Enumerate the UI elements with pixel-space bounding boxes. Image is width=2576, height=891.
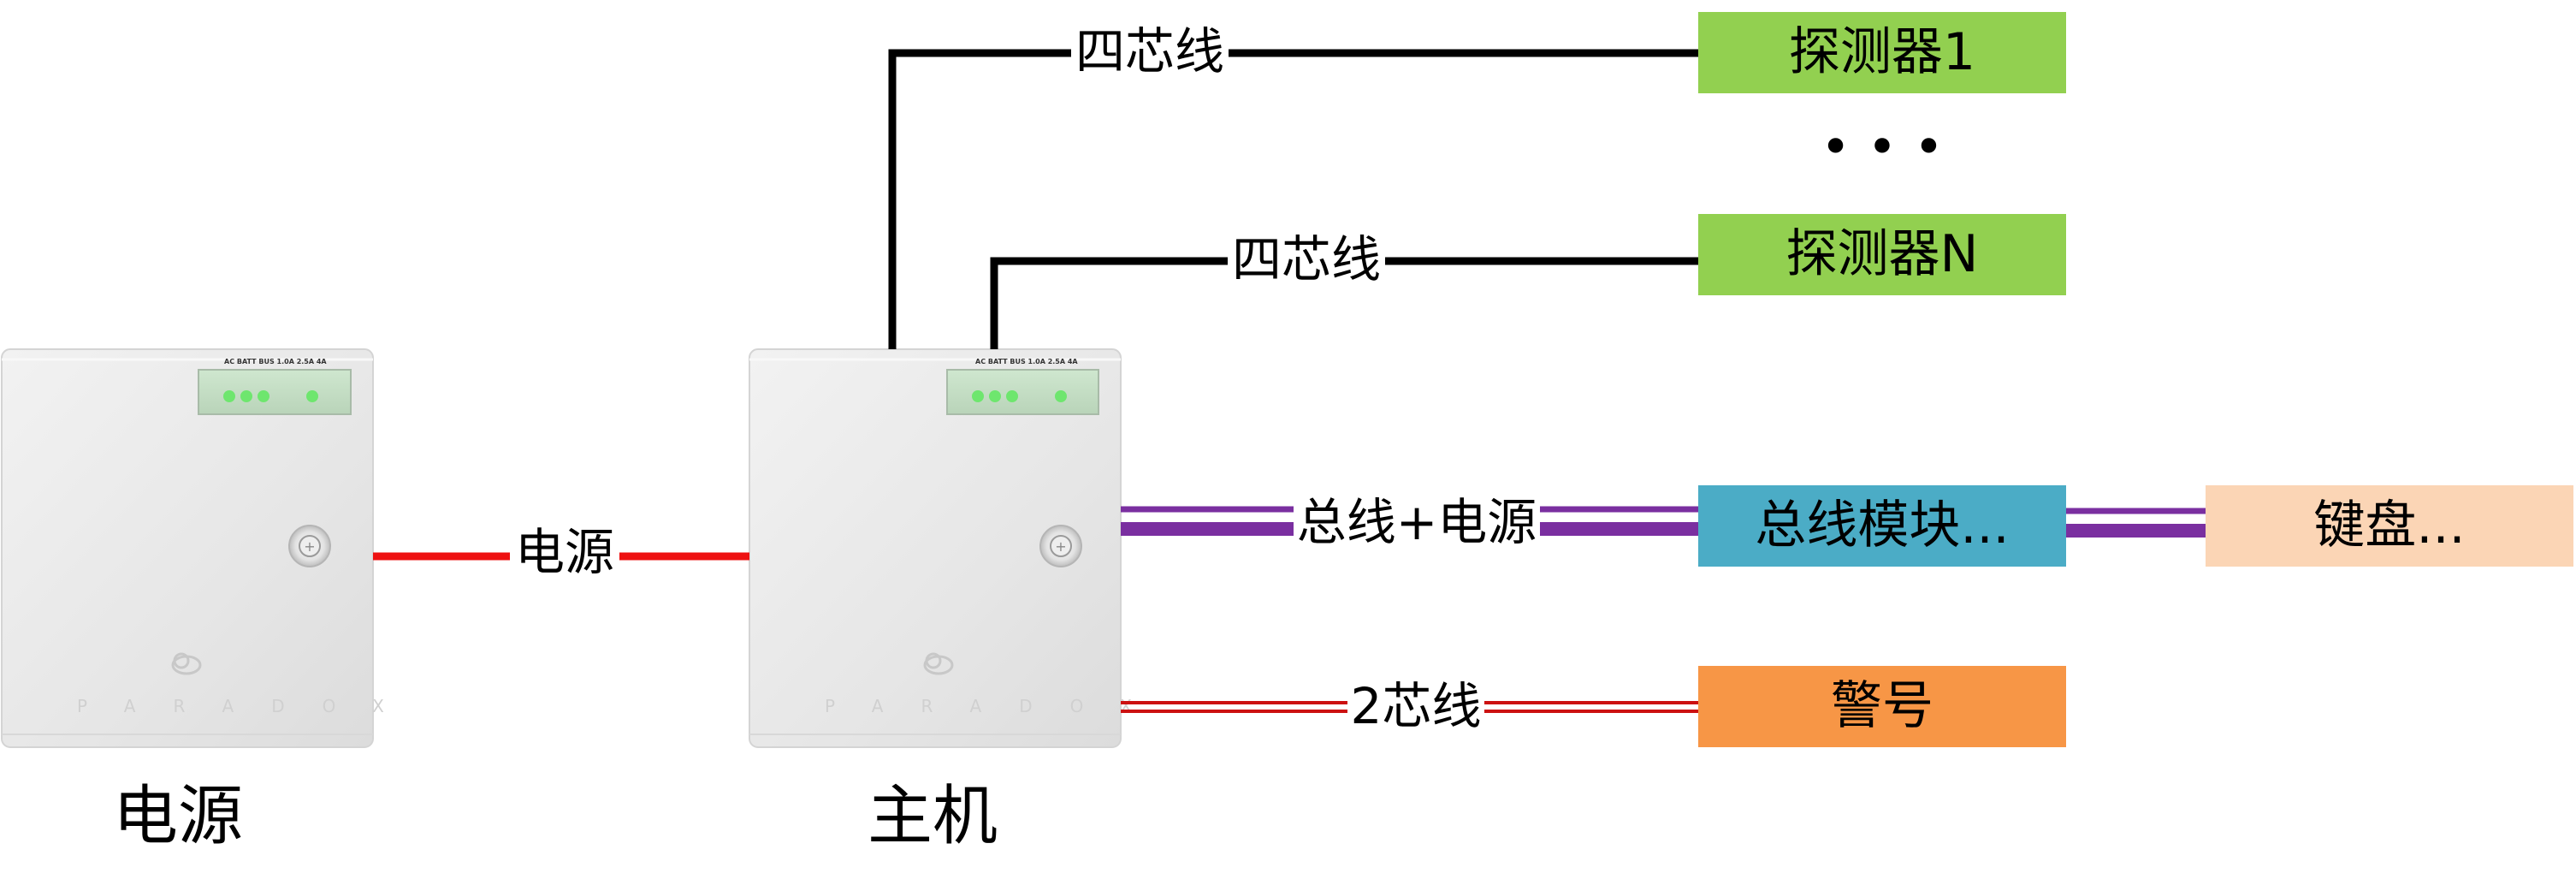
led-ac bbox=[972, 390, 984, 402]
power-supply-led-labels: AC BATT BUS 1.0A 2.5A 4A bbox=[224, 358, 327, 365]
detector-n-wire bbox=[990, 257, 1698, 349]
bus-wire-label: 总线+电源 bbox=[1297, 493, 1537, 551]
detector-1-label: 探测器1 bbox=[1789, 22, 1975, 82]
detector-1-wire bbox=[888, 49, 1698, 349]
keypad-label: 键盘... bbox=[2313, 496, 2465, 555]
bus-module-box: 总线模块... bbox=[1698, 485, 2066, 567]
siren-label: 警号 bbox=[1831, 676, 1933, 736]
svg-text:+: + bbox=[304, 538, 315, 555]
ellipsis-dots: • • • bbox=[1821, 117, 1944, 177]
main-panel-device: AC BATT BUS 1.0A 2.5A 4A + PARADOX bbox=[749, 348, 1170, 748]
detector-n-box: 探测器N bbox=[1698, 214, 2066, 295]
main-panel-tamper-knob: + bbox=[1039, 525, 1082, 567]
keypad-box: 键盘... bbox=[2206, 485, 2573, 567]
main-panel-brand: PARADOX bbox=[825, 696, 1170, 716]
power-supply-tamper-knob: + bbox=[288, 525, 331, 567]
power-supply-caption: 电源 bbox=[113, 778, 243, 854]
detector-1-box: 探测器1 bbox=[1698, 12, 2066, 93]
power-supply-brand: PARADOX bbox=[77, 696, 422, 716]
power-wire-label: 电源 bbox=[515, 523, 614, 581]
led-batt bbox=[240, 390, 252, 402]
led-bus bbox=[1006, 390, 1018, 402]
main-panel-led-window: AC BATT BUS 1.0A 2.5A 4A bbox=[946, 358, 1099, 415]
led-4a bbox=[1055, 390, 1067, 402]
main-panel-cloud-icon bbox=[923, 652, 954, 675]
detector-n-wire-label: 四芯线 bbox=[1232, 230, 1381, 288]
led-ac bbox=[223, 390, 235, 402]
main-panel-led-labels: AC BATT BUS 1.0A 2.5A 4A bbox=[975, 358, 1078, 365]
detector-n-label: 探测器N bbox=[1786, 224, 1979, 284]
led-batt bbox=[989, 390, 1001, 402]
power-supply-cloud-icon bbox=[171, 652, 202, 675]
led-bus bbox=[258, 390, 269, 402]
main-panel-caption: 主机 bbox=[868, 778, 998, 854]
svg-text:+: + bbox=[1055, 538, 1066, 555]
detector-1-wire-label: 四芯线 bbox=[1075, 22, 1224, 80]
led-4a bbox=[306, 390, 318, 402]
power-supply-led-window: AC BATT BUS 1.0A 2.5A 4A bbox=[198, 358, 352, 415]
bus-module-label: 总线模块... bbox=[1755, 496, 2009, 555]
siren-wire-label: 2芯线 bbox=[1351, 677, 1482, 735]
power-supply-device: AC BATT BUS 1.0A 2.5A 4A + PARADOX bbox=[1, 348, 422, 748]
bus-wire-keypad bbox=[2066, 508, 2206, 538]
siren-box: 警号 bbox=[1698, 666, 2066, 747]
